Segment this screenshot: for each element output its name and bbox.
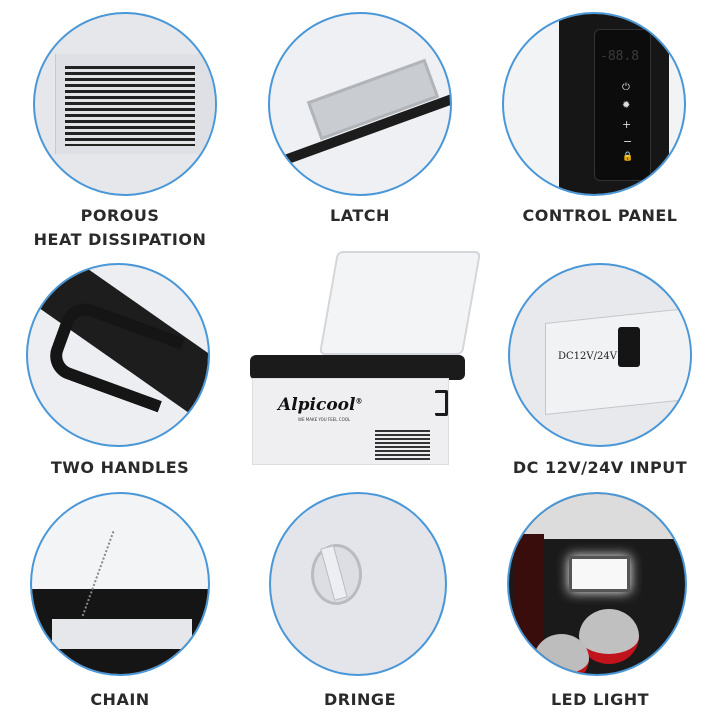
handle-shape <box>43 296 185 413</box>
lock-icon: 🔒 <box>622 152 634 162</box>
led-panel <box>569 556 630 592</box>
feature-latch: LATCH <box>240 0 480 240</box>
led-light-image <box>507 492 687 676</box>
feature-label: LED LIGHT <box>550 690 650 709</box>
vent-grille <box>65 66 195 146</box>
feature-label: TWO HANDLES <box>50 458 190 477</box>
dc-label: DC12V/24V <box>558 351 617 362</box>
chain-image <box>30 492 210 676</box>
control-panel-image: -88.8 ⏻ ✹ + − 🔒 <box>502 12 686 196</box>
latch-image <box>268 12 452 196</box>
plus-icon: + <box>622 118 632 131</box>
feature-label: DC 12V/24V INPUT <box>512 458 688 477</box>
power-icon: ⏻ <box>622 82 630 93</box>
feature-label: POROUS HEAT DISSIPATION <box>33 206 207 249</box>
feature-label: CONTROL PANEL <box>522 206 678 225</box>
minus-icon: − <box>623 135 633 148</box>
feature-two-handles: TWO HANDLES <box>0 250 240 490</box>
dc-input-image: DC12V/24V <box>508 263 692 447</box>
brand-tagline: WE MAKE YOU FEEL COOL <box>298 417 351 422</box>
feature-label: LATCH <box>330 206 390 225</box>
fridge-vent <box>375 430 430 460</box>
feature-label: CHAIN <box>90 690 150 709</box>
feature-led-light: LED LIGHT <box>480 480 720 720</box>
feature-porous-heat-dissipation: POROUS HEAT DISSIPATION <box>0 0 240 260</box>
product-image: Alpicool® WE MAKE YOU FEEL COOL <box>240 245 482 470</box>
settings-icon: ✹ <box>622 100 631 111</box>
dc-socket <box>618 327 640 367</box>
feature-control-panel: -88.8 ⏻ ✹ + − 🔒 CONTROL PANEL <box>480 0 720 240</box>
can <box>579 609 639 664</box>
heat-dissipation-image <box>33 12 217 196</box>
fridge-handle <box>435 390 448 416</box>
feature-dringe: DRINGE <box>240 480 480 720</box>
feature-dc-input: DC12V/24V DC 12V/24V INPUT <box>480 250 720 490</box>
feature-chain: CHAIN <box>0 480 240 720</box>
fridge-lid <box>318 251 482 355</box>
can <box>534 634 589 674</box>
dringe-image <box>269 492 447 676</box>
temperature-display: -88.8 <box>600 49 640 64</box>
handles-image <box>26 263 210 447</box>
brand-logo: Alpicool® <box>278 395 363 415</box>
feature-label: DRINGE <box>323 690 396 709</box>
